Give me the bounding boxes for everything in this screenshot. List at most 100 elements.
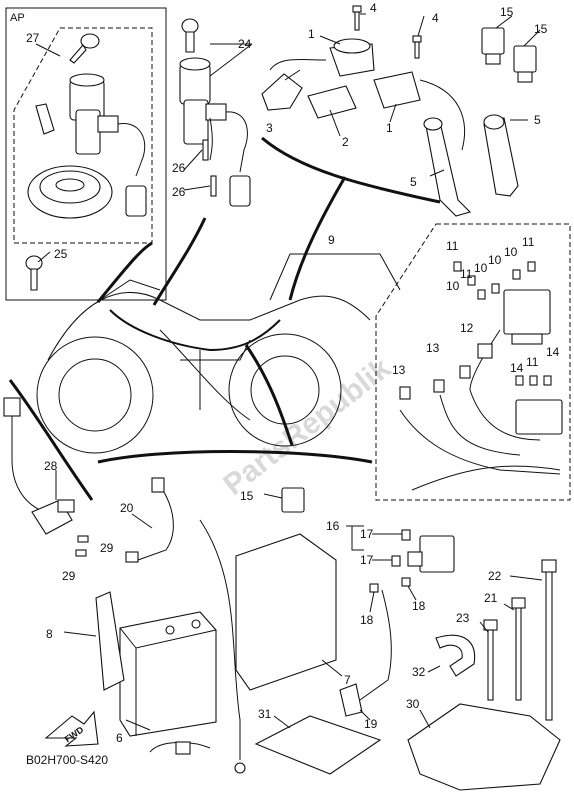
part-label-20: 20 <box>120 501 134 515</box>
part-label-5b: 5 <box>534 113 541 127</box>
part-label-5a: 5 <box>410 175 417 189</box>
part-label-4b: 4 <box>432 11 439 25</box>
harness-detail-box <box>375 223 571 501</box>
spark-plug-cap-3 <box>261 73 303 111</box>
wire-harness-on-bike <box>109 309 281 410</box>
sidestand-switch <box>31 499 75 535</box>
ap-label: AP <box>10 12 25 24</box>
fuse-box-aux <box>515 399 563 435</box>
ignition-key <box>181 18 199 53</box>
part-label-31: 31 <box>258 707 272 721</box>
part-label-18b: 18 <box>412 599 426 613</box>
fuse-box-main <box>503 289 551 345</box>
battery <box>119 611 217 737</box>
part-label-30: 30 <box>406 697 420 711</box>
part-label-15c: 15 <box>240 489 254 503</box>
battery-minus-lead <box>149 519 246 774</box>
cable-tie-21 <box>511 597 526 701</box>
part-label-8: 8 <box>46 627 53 641</box>
leader-sidestand <box>8 379 94 501</box>
watermark: PartsRepublik <box>217 351 397 501</box>
sidestand-switch-wire <box>3 397 41 511</box>
part-label-10b: 10 <box>488 253 502 267</box>
part-label-26a: 26 <box>172 161 186 175</box>
bolt-4b <box>412 35 422 59</box>
part-label-14b: 14 <box>510 361 524 375</box>
part-label-11c: 11 <box>460 267 473 281</box>
fuel-cap <box>27 165 113 219</box>
screw-29a <box>77 535 89 543</box>
ignition-switch <box>179 57 251 207</box>
grip-5b <box>483 114 519 197</box>
ap-box <box>5 7 167 301</box>
part-label-12: 12 <box>460 321 474 335</box>
part-label-11b: 11 <box>522 235 535 249</box>
battery-band <box>95 591 125 691</box>
part-label-7: 7 <box>344 673 351 687</box>
battery-cover <box>235 533 337 691</box>
part-label-23: 23 <box>456 611 470 625</box>
grip-5a <box>423 117 472 217</box>
plug-cap-2 <box>307 85 357 119</box>
key-icon <box>69 33 100 64</box>
part-label-17a: 17 <box>360 527 374 541</box>
fwd-arrow: FWD <box>44 710 99 747</box>
sheet-31 <box>254 715 382 775</box>
bolt-4a <box>352 5 362 31</box>
connector-12 <box>477 343 493 359</box>
leader-ignition <box>152 217 207 306</box>
part-label-32: 32 <box>412 665 426 679</box>
battery-lead-19 <box>339 589 392 717</box>
part-label-3: 3 <box>266 121 273 135</box>
part-label-27: 27 <box>26 31 40 45</box>
diagram-code: B02H700-S420 <box>26 753 108 767</box>
part-label-15a: 15 <box>500 5 514 19</box>
part-label-26b: 26 <box>172 185 186 199</box>
part-label-9: 9 <box>328 233 335 247</box>
leader-ap <box>96 241 153 303</box>
part-label-17b: 17 <box>360 553 374 567</box>
relay-15a <box>481 27 505 65</box>
part-label-14a: 14 <box>546 345 560 359</box>
screw-29b <box>75 549 87 557</box>
bolt-26a <box>202 139 209 161</box>
cable-tie-22 <box>541 559 557 721</box>
part-label-24: 24 <box>238 37 252 51</box>
part-label-21: 21 <box>484 591 498 605</box>
ap-inner-dashed-box <box>13 27 153 244</box>
fuses-17 <box>391 529 411 567</box>
part-label-22: 22 <box>488 569 502 583</box>
part-label-16: 16 <box>326 519 340 533</box>
part-label-2: 2 <box>342 135 349 149</box>
sheet-30 <box>407 703 561 791</box>
small-fuses <box>453 261 552 386</box>
bolts-18 <box>369 577 411 593</box>
leader-coils <box>288 176 347 301</box>
part-label-10c: 10 <box>474 261 488 275</box>
leader-9 <box>290 253 401 291</box>
part-label-28: 28 <box>44 459 58 473</box>
main-switch-assembly <box>35 73 147 217</box>
leader-9b <box>269 253 291 301</box>
relay-15c <box>281 487 305 513</box>
motorcycle-outline <box>36 279 371 454</box>
part-label-19: 19 <box>364 717 378 731</box>
part-label-11d: 11 <box>526 355 539 369</box>
part-label-4a: 4 <box>370 1 377 15</box>
starter-relay-lead <box>125 477 174 563</box>
part-label-13b: 13 <box>392 363 406 377</box>
ignition-coil-1b <box>373 71 466 151</box>
part-label-6: 6 <box>116 731 123 745</box>
ignition-coil-1a <box>269 38 375 77</box>
part-label-18a: 18 <box>360 613 374 627</box>
leader-lines <box>35 13 543 731</box>
spare-key-icon <box>25 255 43 291</box>
part-label-29a: 29 <box>100 541 114 555</box>
starter-relay <box>407 535 455 573</box>
bracket-battery <box>97 450 373 464</box>
clamp-32 <box>435 634 476 677</box>
bracket-16 <box>351 525 364 551</box>
part-label-1a: 1 <box>308 27 315 41</box>
connectors-13 <box>399 365 471 400</box>
